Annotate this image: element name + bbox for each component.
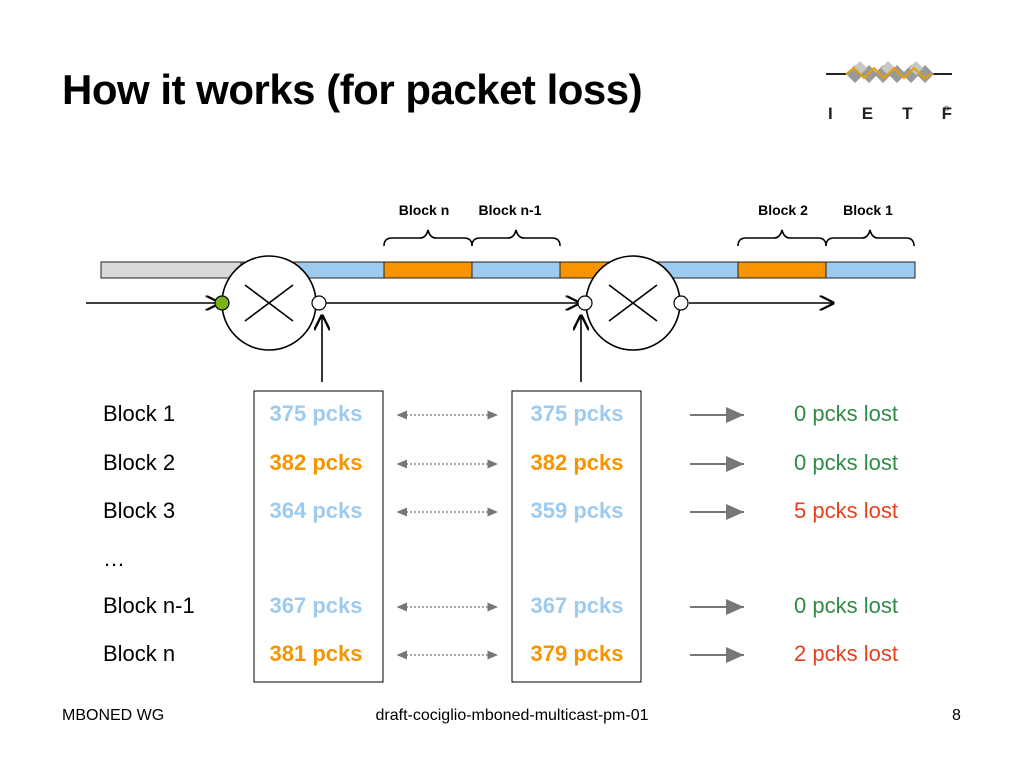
row-label-block-n: Block n: [103, 641, 176, 666]
counter-1-block-n-1: 367 pcks: [269, 593, 363, 618]
counter-1-block-3: 364 pcks: [269, 498, 363, 523]
counter-box-1: [253, 390, 384, 683]
footer-working-group: MBONED WG: [62, 707, 165, 724]
counter-2-block-1: 375 pcks: [530, 401, 624, 426]
counter-2-block-n-1: 367 pcks: [530, 593, 624, 618]
loss-result-block-n-1: 0 pcks lost: [794, 593, 898, 618]
counter-1-block-n: 381 pcks: [269, 641, 363, 666]
row-label-ellipsis: …: [103, 546, 125, 571]
logo-letter: T: [902, 104, 913, 123]
comparison-arrows: [396, 410, 498, 660]
registered-mark: ®: [944, 106, 950, 113]
label-block-2: Block 2: [758, 202, 808, 218]
row-label-block-3: Block 3: [103, 498, 176, 523]
ingress-marking-dot: [214, 295, 230, 311]
measure-point-2-dot: [577, 295, 593, 311]
label-block-1: Block 1: [843, 202, 893, 218]
measure-point-3-dot: [673, 295, 689, 311]
loss-result-block-1: 0 pcks lost: [794, 401, 898, 426]
counter-box-2: [511, 390, 642, 683]
row-label-block-2: Block 2: [103, 450, 176, 475]
result-arrows: [690, 407, 744, 663]
measure-point-1-dot: [311, 295, 327, 311]
router-2-icon: [585, 255, 681, 351]
logo-letter: F: [941, 104, 952, 123]
label-block-n: Block n: [398, 202, 450, 218]
loss-result-block-n: 2 pcks lost: [794, 641, 898, 666]
page-title: How it works (for packet loss): [62, 66, 643, 113]
logo-letter: E: [861, 104, 874, 123]
row-label-block-1: Block 1: [103, 401, 176, 426]
packet-stream-bar: [100, 261, 916, 279]
block-braces: [383, 229, 915, 247]
row-label-block-n-1: Block n-1: [103, 593, 195, 618]
logo-letter: I: [828, 104, 833, 123]
footer-draft-name: draft-cociglio-mboned-multicast-pm-01: [375, 707, 649, 724]
router-1-icon: [221, 255, 317, 351]
ietf-logo: [826, 61, 952, 83]
counter-1-block-2: 382 pcks: [269, 450, 363, 475]
loss-result-block-3: 5 pcks lost: [794, 498, 898, 523]
footer-page-number: 8: [952, 707, 961, 724]
loss-result-block-2: 0 pcks lost: [794, 450, 898, 475]
ietf-wordmark: I E T F: [828, 104, 952, 124]
counter-2-block-2: 382 pcks: [530, 450, 624, 475]
counter-1-block-1: 375 pcks: [269, 401, 363, 426]
counter-2-block-n: 379 pcks: [530, 641, 624, 666]
counter-2-block-3: 359 pcks: [530, 498, 624, 523]
label-block-n-1: Block n-1: [478, 202, 542, 218]
